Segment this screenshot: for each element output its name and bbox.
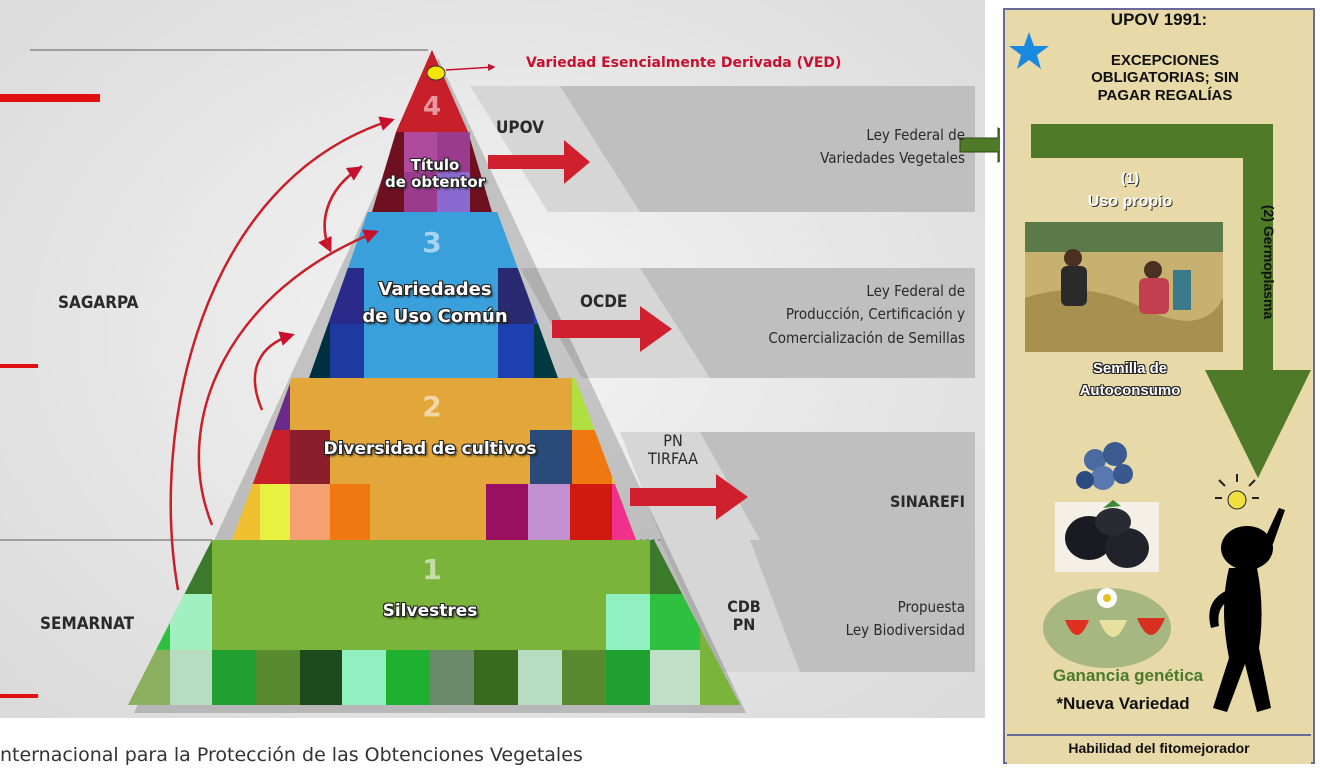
upov-arrow [488, 140, 590, 184]
green-link-arrow [959, 127, 1000, 163]
tirfaa-arrow [630, 474, 748, 520]
framework-upov: UPOV [496, 118, 545, 138]
level-2-number: 2 [422, 390, 442, 423]
side-title: UPOV 1991: [1110, 10, 1208, 29]
pyramid-diagram [0, 0, 1000, 742]
thinker-figure [1209, 474, 1285, 712]
item1-label: Uso propio [1087, 193, 1173, 210]
level-1-label: Silvestres [382, 601, 478, 621]
side-subtitle: EXCEPCIONES OBLIGATORIAS; SIN PAGAR REGA… [1091, 52, 1239, 104]
curve-arrow-2-3 [253, 331, 295, 411]
ved-arrow [445, 63, 496, 72]
level-3-label: Variedades de Uso Común [362, 279, 508, 327]
blueberries-image [1076, 442, 1133, 490]
strawberries-image [1043, 588, 1171, 668]
framework-pn-tirfaa: PN TIRFAA [648, 431, 698, 469]
level-2-label: Diversidad de cultivos [323, 439, 537, 459]
blackberries-image [1055, 500, 1159, 572]
framework-cdb-pn: CDB PN [727, 597, 761, 634]
item1-number: (1) [1120, 170, 1140, 187]
level-4-number: 4 [422, 92, 442, 122]
ved-marker [426, 65, 446, 81]
germoplasma-arrow [1031, 124, 1311, 478]
side-panel-graphics [1009, 32, 1311, 712]
law-semillas: Ley Federal de Producción, Certificación… [768, 282, 965, 347]
law-biodiversidad: Propuesta Ley Biodiversidad [845, 598, 965, 640]
gain-label: Ganancia genética [1052, 666, 1204, 685]
law-sinarefi: SINAREFI [889, 492, 965, 511]
new-variety-label: *Nueva Variedad [1056, 694, 1190, 713]
seed-label: Semilla de Autoconsumo [1079, 360, 1181, 399]
framework-ocde: OCDE [580, 292, 628, 312]
accent-bar [0, 94, 100, 102]
curve-arrow-1-4 [169, 116, 395, 591]
farmers-photo [1025, 222, 1223, 352]
agency-sagarpa: SAGARPA [58, 293, 139, 313]
law-variedades: Ley Federal de Variedades Vegetales [820, 126, 965, 167]
ved-callout: Variedad Esencialmente Derivada (VED) [526, 55, 842, 71]
star-icon [1009, 32, 1049, 69]
item2-label: (2) Germoplasma [1261, 204, 1277, 320]
side-footer: Habilidad del fitomejorador [1068, 740, 1250, 756]
level-3-number: 3 [422, 226, 442, 259]
agency-semarnat: SEMARNAT [40, 614, 135, 634]
caption: nternacional para la Protección de las O… [0, 744, 583, 766]
level-4-label: Título de obtentor [384, 156, 486, 192]
curve-arrow-1-3 [197, 229, 379, 526]
level-1-number: 1 [422, 553, 442, 586]
ocde-arrow [552, 306, 672, 352]
